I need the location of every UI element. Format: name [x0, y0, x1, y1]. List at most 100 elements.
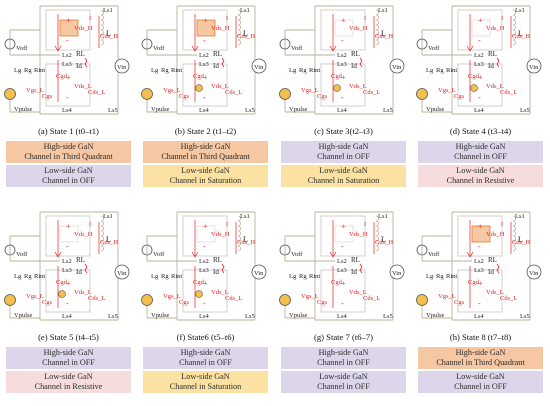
- low-side-mode: Channel in Resistive: [34, 381, 103, 391]
- minus-mark: -: [66, 299, 69, 308]
- high-side-gan: [45, 9, 91, 51]
- cgd-label: Cgd: [468, 73, 480, 80]
- low-side-gan: [182, 63, 228, 107]
- plus-mark: +: [203, 222, 208, 231]
- rl-label: RL: [213, 50, 222, 58]
- inductor-l: [100, 9, 104, 46]
- vgs-l-label: Vgs_L: [163, 87, 181, 94]
- rg-label: Rg: [161, 273, 169, 280]
- ls2-label: Ls2: [199, 258, 209, 265]
- vgs-l-label: Vgs_L: [438, 87, 456, 94]
- plus-mark: +: [478, 279, 483, 288]
- vds-h-label: Vds_H: [486, 25, 505, 32]
- rl-resistor: [221, 263, 225, 274]
- minus-mark: -: [341, 242, 344, 251]
- rg-label: Rg: [299, 67, 307, 74]
- high-side-title: High-side GaN: [455, 348, 506, 357]
- voff-label: Voff: [16, 45, 28, 52]
- vpulse-source: [279, 294, 291, 306]
- low-side-current-source: [195, 84, 203, 92]
- rint-label: Rint: [309, 273, 320, 280]
- cds-l-label: Cds_L: [363, 295, 380, 302]
- ls4-label: Ls4: [62, 107, 73, 114]
- cds-h-label: Cds_H: [375, 239, 393, 246]
- cgs-label: Cgs: [42, 299, 53, 306]
- cgd-label: Cgd: [193, 73, 205, 80]
- voff-source: [4, 244, 16, 256]
- plus-mark: +: [66, 222, 71, 231]
- ls3-label: Ls3: [199, 267, 209, 274]
- cgs-label: Cgs: [42, 93, 53, 100]
- cgs-label: Cgs: [179, 299, 190, 306]
- low-side-title: Low-side GaN: [44, 372, 93, 381]
- inductor-l-label: L: [518, 29, 523, 38]
- vpulse-label: Vpulse: [289, 312, 308, 319]
- cds-l-label: Cds_L: [363, 89, 380, 96]
- inductor-l-label: L: [106, 29, 111, 38]
- rl-label: RL: [76, 256, 85, 264]
- lg-label: Lg: [426, 67, 434, 74]
- inductor-l-label: L: [243, 29, 248, 38]
- high-side-title: High-side GaN: [180, 348, 231, 357]
- inductor-l: [375, 9, 379, 46]
- minus-mark: -: [203, 242, 206, 251]
- plus-mark: +: [203, 73, 208, 82]
- ls1-label: Ls1: [378, 213, 388, 220]
- lg-label: Lg: [289, 273, 297, 280]
- cds-l-label: Cds_L: [88, 295, 105, 302]
- ls1-label: Ls1: [515, 7, 525, 14]
- il-label: I: [364, 221, 366, 228]
- minus-mark: -: [203, 36, 206, 45]
- high-side-channel: [334, 19, 354, 37]
- inductor-l-label: L: [106, 235, 111, 244]
- state-caption: (g) State 7 (t6–7): [314, 332, 373, 342]
- low-side-current-source: [195, 290, 203, 298]
- plus-mark: +: [341, 279, 346, 288]
- ls1-label: Ls1: [240, 7, 250, 14]
- ls3-label: Ls3: [337, 267, 347, 274]
- ls3-label: Ls3: [62, 267, 72, 274]
- high-side-gan: [320, 9, 366, 51]
- arrow-down-icon: [191, 45, 199, 52]
- vin-label: Vin: [529, 64, 539, 71]
- rl-label: RL: [488, 256, 497, 264]
- low-side-gan: [320, 63, 366, 107]
- vpulse-source: [4, 294, 16, 306]
- low-side-mode: Channel in Saturation: [307, 175, 380, 185]
- low-side-mode: Channel in Saturation: [169, 175, 242, 185]
- ls5-label: Ls5: [108, 107, 118, 114]
- inductor-l-label: L: [381, 29, 386, 38]
- ls5-label: Ls5: [520, 313, 530, 320]
- high-side-gan: [457, 9, 503, 51]
- cds-h-label: Cds_H: [237, 33, 255, 40]
- inductor-l: [100, 215, 104, 252]
- vds-l-label: Vds_L: [349, 83, 367, 90]
- vin-label: Vin: [117, 64, 127, 71]
- minus-mark: -: [478, 299, 481, 308]
- ls2-label: Ls2: [337, 258, 347, 265]
- ls2-label: Ls2: [62, 52, 72, 59]
- vds-h-label: Vds_H: [349, 231, 368, 238]
- cds-l-label: Cds_L: [225, 89, 242, 96]
- rint-label: Rint: [171, 273, 182, 280]
- low-side-title: Low-side GaN: [456, 372, 505, 381]
- vin-label: Vin: [117, 270, 127, 277]
- ls4-label: Ls4: [474, 313, 485, 320]
- minus-mark: -: [66, 93, 69, 102]
- vds-h-label: Vds_H: [486, 231, 505, 238]
- rint-label: Rint: [446, 67, 457, 74]
- plus-mark: +: [203, 16, 208, 25]
- state-caption: (a) State 1 (t0–t1): [38, 126, 99, 136]
- low-side-title: Low-side GaN: [181, 166, 230, 175]
- state-caption: (c) State 3(t2–t3): [314, 126, 373, 136]
- vgs-l-label: Vgs_L: [301, 87, 319, 94]
- rint-label: Rint: [34, 67, 45, 74]
- low-side-title: Low-side GaN: [319, 166, 368, 175]
- rl-label: RL: [76, 50, 85, 58]
